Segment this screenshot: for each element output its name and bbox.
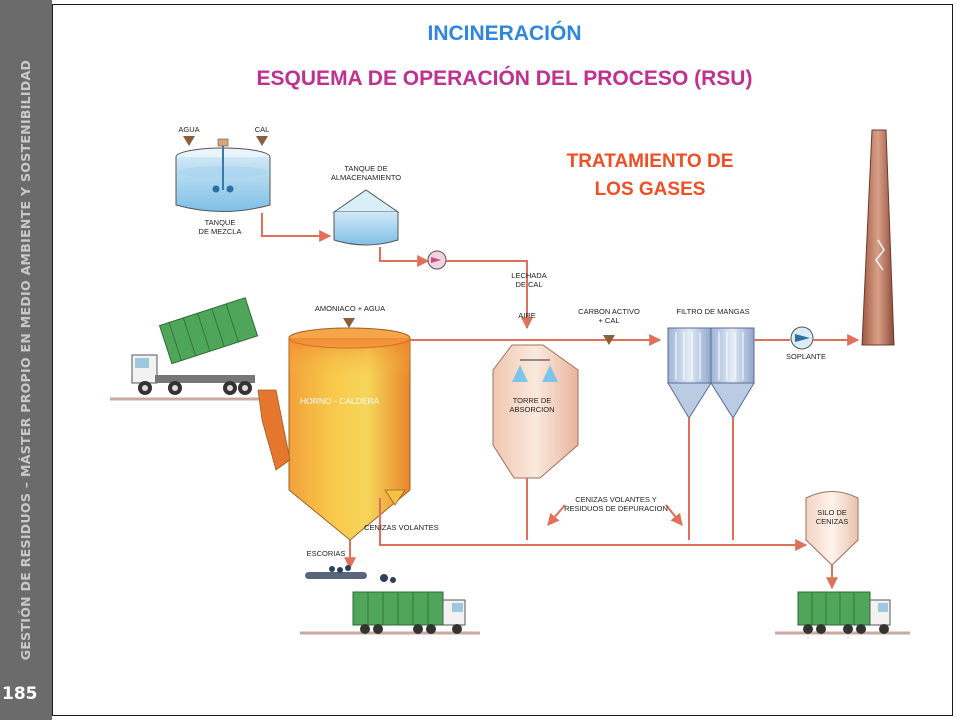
amoniaco-inlet-arrow bbox=[343, 318, 355, 328]
chimney-stack bbox=[861, 129, 895, 346]
furnace-boiler bbox=[288, 327, 411, 541]
fan-icon bbox=[790, 326, 814, 350]
aire-label: AIRE bbox=[518, 311, 536, 320]
cenizas-volantes-label: CENIZAS VOLANTES bbox=[364, 523, 439, 532]
tipping-truck bbox=[131, 297, 259, 395]
cenizas-dep-label-2: RESIDUOS DE DEPURACION bbox=[564, 504, 668, 513]
slide-title: INCINERACIÓN bbox=[427, 22, 582, 45]
agua-label: AGUA bbox=[178, 125, 199, 134]
horno-label: HORNO - CALDERA bbox=[300, 396, 380, 406]
absorption-tower bbox=[492, 344, 579, 479]
escorias-label: ESCORIAS bbox=[307, 549, 346, 558]
tanque-mezcla-label-2: DE MEZCLA bbox=[199, 227, 242, 236]
filtro-label: FILTRO DE MANGAS bbox=[676, 307, 749, 316]
section-title: TRATAMIENTO DE LOS GASES bbox=[500, 148, 800, 204]
page-number: 185 bbox=[2, 684, 38, 704]
section-title-line1: TRATAMIENTO DE bbox=[566, 151, 734, 172]
cal-inlet-arrow bbox=[256, 136, 268, 146]
section-title-line2: LOS GASES bbox=[594, 179, 706, 200]
torre-label-2: ABSORCION bbox=[509, 405, 554, 414]
pipe bbox=[665, 504, 683, 526]
slide-frame bbox=[52, 4, 953, 716]
slag-truck bbox=[352, 591, 466, 634]
storage-tank bbox=[332, 189, 400, 246]
soplante-label: SOPLANTE bbox=[786, 352, 826, 361]
pipe bbox=[379, 498, 808, 551]
slag-conveyor bbox=[305, 565, 396, 583]
carbon-inlet-arrow bbox=[603, 335, 615, 345]
carbon-label-2: + CAL bbox=[598, 316, 619, 325]
pipe bbox=[379, 247, 430, 267]
sidebar: GESTIÓN DE RESIDUOS – MÁSTER PROPIO EN M… bbox=[0, 0, 52, 720]
carbon-label-1: CARBON ACTIVO bbox=[578, 307, 640, 316]
tanque-almacen-label-2: ALMACENAMIENTO bbox=[331, 173, 401, 182]
tanque-mezcla-label-1: TANQUE bbox=[205, 218, 236, 227]
lechada-label-2: DE CAL bbox=[515, 280, 542, 289]
pipe bbox=[547, 504, 566, 526]
pipe bbox=[261, 213, 332, 242]
ash-truck bbox=[797, 591, 891, 634]
feed-chute bbox=[257, 389, 291, 471]
bag-filter bbox=[667, 327, 755, 419]
pump-icon bbox=[427, 250, 447, 270]
silo-label-2: CENIZAS bbox=[816, 517, 849, 526]
amoniaco-label: AMONIACO + AGUA bbox=[315, 304, 385, 313]
tanque-almacen-label-1: TANQUE DE bbox=[344, 164, 387, 173]
cenizas-dep-label-1: CENIZAS VOLANTES Y bbox=[575, 495, 657, 504]
pipe bbox=[446, 260, 533, 330]
torre-label-1: TORRE DE bbox=[513, 396, 552, 405]
silo-label-1: SILO DE bbox=[817, 508, 847, 517]
slide-subtitle: ESQUEMA DE OPERACIÓN DEL PROCESO (RSU) bbox=[256, 67, 753, 90]
agua-inlet-arrow bbox=[183, 136, 195, 146]
ash-silo bbox=[805, 491, 859, 566]
cal-label: CAL bbox=[255, 125, 270, 134]
mixing-tank bbox=[175, 138, 271, 212]
lechada-label-1: LECHADA bbox=[511, 271, 546, 280]
